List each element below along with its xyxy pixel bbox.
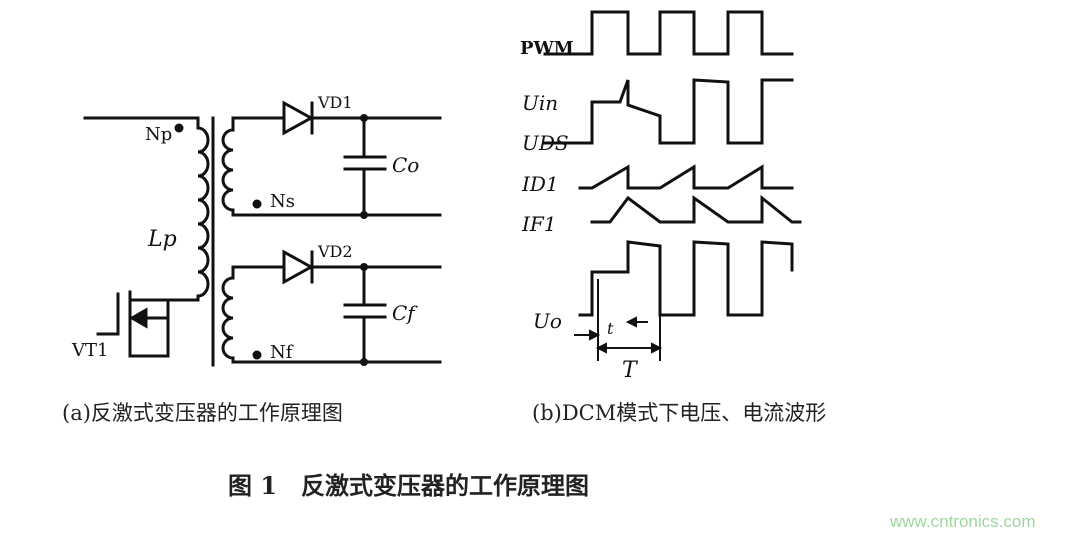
dot-np: [174, 123, 184, 133]
t-arrow-right-head: [625, 316, 637, 328]
period-arrow-head-right: [651, 342, 663, 354]
diode-vd1: [282, 100, 315, 136]
feedback-winding: [221, 265, 442, 364]
id1-waveform: [578, 164, 794, 190]
label-pwm: PWM: [520, 38, 574, 59]
t-arrow-left-head: [589, 329, 601, 341]
caption-left: (a)反激式变压器的工作原理图: [62, 401, 343, 425]
junction-nf: [360, 358, 368, 366]
junction-vd2: [360, 263, 368, 271]
caption-right: (b)DCM模式下电压、电流波形: [532, 401, 826, 425]
watermark: www.cntronics.com: [889, 512, 1035, 531]
label-t-small: t: [607, 319, 614, 338]
label-cf: Cf: [392, 301, 418, 325]
figure-caption: 图 1 反激式变压器的工作原理图: [228, 471, 589, 500]
mosfet-vt1: [96, 290, 170, 358]
secondary-winding: [221, 116, 442, 217]
label-uin: Uin: [522, 91, 558, 115]
uo-waveform: [578, 240, 794, 317]
label-t-period: T: [622, 358, 639, 383]
label-vt1: VT1: [71, 340, 108, 361]
label-uo: Uo: [533, 309, 562, 333]
dot-ns: [252, 199, 262, 209]
label-lp: Lp: [147, 227, 177, 252]
pwm-waveform: [543, 10, 794, 56]
if1-waveform: [590, 194, 802, 224]
label-np: Np: [145, 124, 172, 145]
dot-nf: [252, 350, 262, 360]
label-co: Co: [392, 153, 419, 177]
uin-uds-waveform: [543, 78, 794, 145]
junction-ns: [360, 211, 368, 219]
label-ns: Ns: [270, 191, 295, 212]
label-vd1: VD1: [317, 93, 353, 112]
label-nf: Nf: [270, 342, 294, 363]
period-arrow-head-left: [595, 342, 607, 354]
label-id1: ID1: [521, 172, 559, 196]
label-vd2: VD2: [317, 242, 353, 261]
junction-vd1: [360, 114, 368, 122]
label-if1: IF1: [521, 212, 557, 236]
diode-vd2: [282, 249, 315, 285]
label-uds: UDS: [522, 131, 569, 155]
